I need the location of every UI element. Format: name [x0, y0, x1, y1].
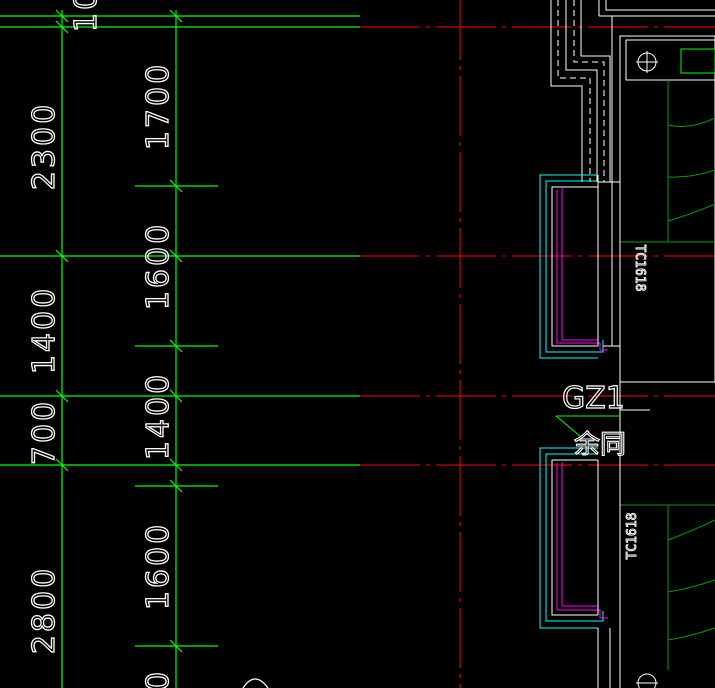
door-arc-bottom-3 — [667, 627, 715, 641]
wall-step-4 — [573, 0, 605, 182]
dim-tick-outer-0 — [55, 9, 69, 23]
window-top-white — [551, 186, 598, 347]
dim-text-outer-1400: 1400 — [27, 286, 62, 374]
door-arc-top-1 — [667, 117, 715, 127]
room-box-top-right — [680, 48, 715, 74]
door-arc-top-3 — [667, 203, 715, 222]
crosshair-symbol-bottom-icon — [636, 673, 658, 688]
wall-line-c — [605, 0, 715, 11]
dim-text-inner-1600-a: 1600 — [141, 222, 176, 310]
dim-text-inner-1700: 1700 — [141, 62, 176, 150]
dim-text-outer-fragment: 10 — [69, 0, 104, 32]
dim-text-inner-1400: 1400 — [141, 372, 176, 460]
door-swings — [620, 80, 715, 670]
dim-tick-outer-4 — [55, 458, 69, 472]
wall-step-5 — [580, 0, 611, 182]
window-top-cyan-outer — [539, 174, 598, 359]
room-inner-top — [625, 39, 715, 81]
dim-tick-outer-2 — [55, 249, 69, 263]
window-bottom-magenta — [561, 462, 598, 607]
column-area — [555, 381, 715, 455]
window-bottom-white — [551, 459, 598, 616]
dim-tick-inner-3 — [169, 339, 183, 353]
dim-text-outer-700: 700 — [27, 399, 62, 465]
dim-text-outer-2300: 2300 — [27, 102, 62, 190]
crosshair-symbol-icon — [636, 51, 658, 73]
column-tag-label: GZ1 — [562, 381, 625, 416]
dim-tick-inner-4 — [169, 389, 183, 403]
window-bottom-cyan-outer — [539, 447, 598, 629]
door-arc-bottom-1 — [667, 519, 715, 541]
upper-wall-outline — [550, 0, 715, 383]
dim-tick-inner-6 — [169, 479, 183, 493]
window-bottom — [539, 447, 621, 688]
same-note-label: 余同 — [574, 430, 626, 460]
dim-tick-inner-1 — [169, 179, 183, 193]
dim-tick-inner-5 — [169, 458, 183, 472]
dim-tick-inner-0 — [169, 9, 183, 23]
wall-step-2 — [557, 0, 591, 182]
dim-tick-outer-1 — [55, 20, 69, 34]
dim-text-inner-1600-b: 1600 — [141, 522, 176, 610]
window-top-cyan-mid — [545, 180, 604, 353]
window-bottom-magenta-2 — [556, 463, 608, 619]
dimension-texts: 10 2300 1400 700 2800 1700 1600 1400 160… — [26, 0, 269, 688]
wall-step-1 — [550, 0, 583, 182]
door-arc-top-2 — [667, 169, 715, 178]
window-top — [539, 174, 621, 359]
door-arc-bottom-2 — [667, 579, 715, 593]
dim-text-inner-fragment: 0 — [141, 669, 176, 688]
window-top-magenta — [561, 187, 598, 341]
wall-step-3 — [565, 0, 598, 182]
window-label-bottom: TC1618 — [625, 513, 640, 560]
window-label-top: TC1618 — [632, 245, 647, 292]
dim-tick-inner-7 — [169, 639, 183, 653]
window-top-magenta-2 — [556, 190, 608, 351]
axis-grid — [360, 0, 715, 688]
dim-tick-outer-3 — [55, 389, 69, 403]
dim-tick-inner-2 — [169, 249, 183, 263]
dimension-lines — [0, 9, 360, 688]
dim-text-fragment-arc — [242, 678, 269, 688]
dim-text-outer-2800: 2800 — [27, 566, 62, 654]
leader-line-diag — [555, 415, 581, 437]
